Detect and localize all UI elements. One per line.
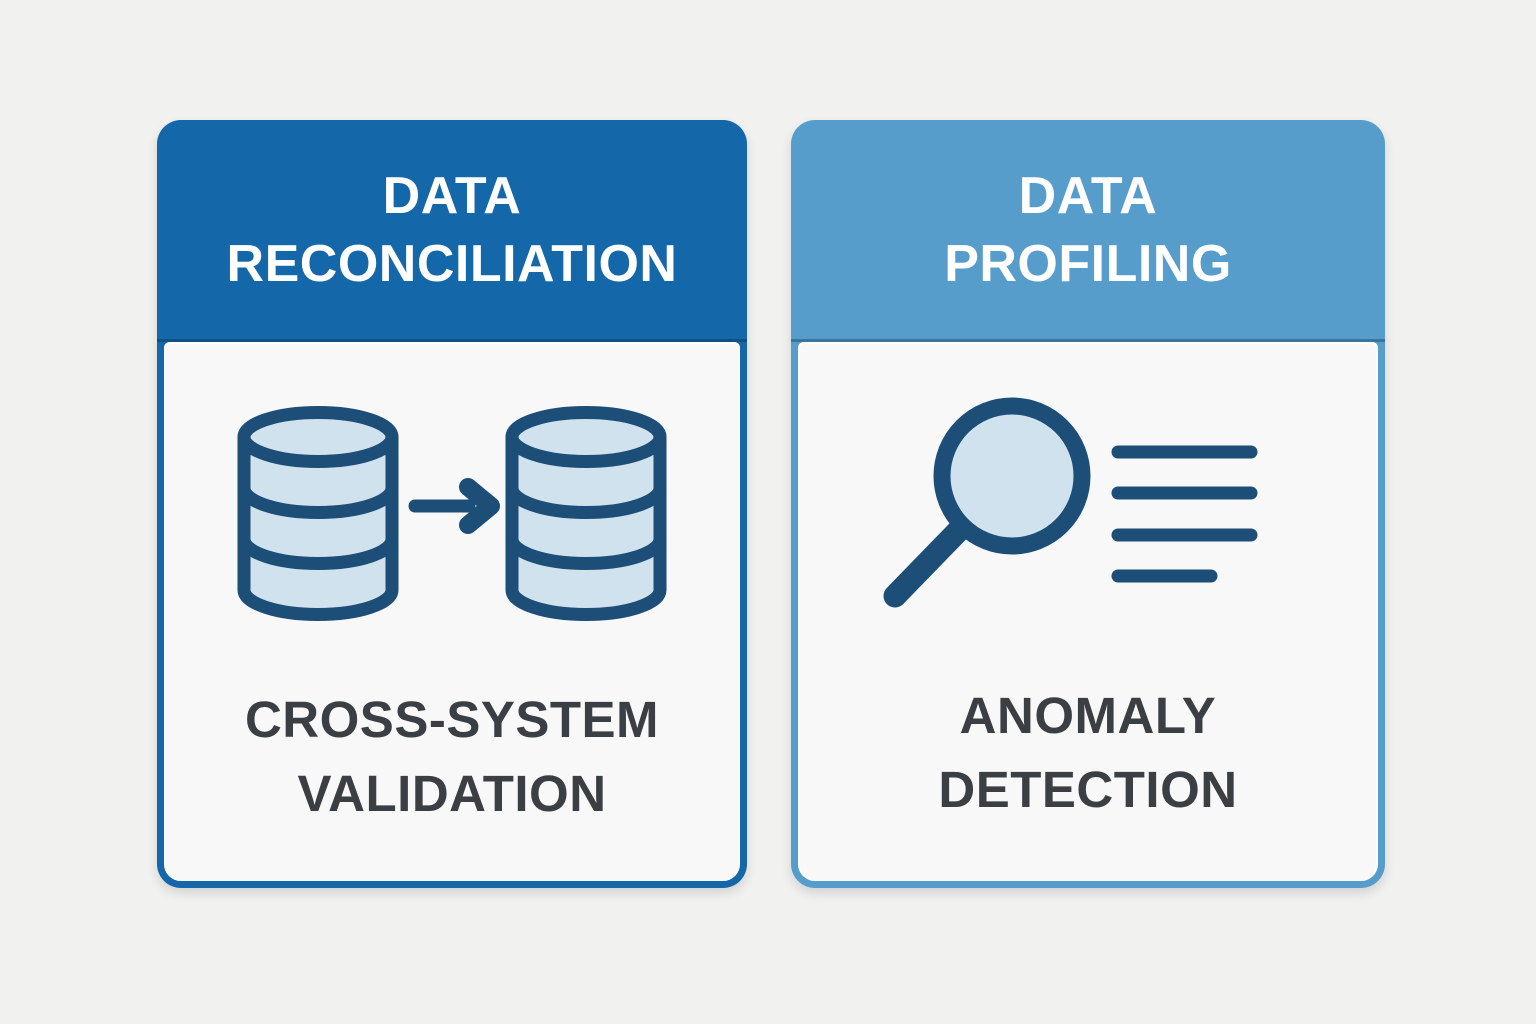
card-title-line-1: DATA — [1018, 166, 1158, 225]
arrow-right-icon — [408, 478, 500, 534]
card-body-data-reconciliation: CROSS-SYSTEM VALIDATION — [164, 342, 740, 881]
caption-line-1: ANOMALY — [959, 687, 1217, 744]
magnifier-icon — [883, 397, 1091, 608]
database-target-icon — [505, 406, 667, 621]
card-title-line-2: RECONCILIATION — [226, 234, 678, 293]
card-caption-data-profiling: ANOMALY DETECTION — [938, 679, 1237, 827]
card-data-reconciliation: DATA RECONCILIATION — [157, 120, 747, 888]
database-transfer-icon — [237, 406, 667, 627]
caption-line-2: VALIDATION — [297, 765, 607, 822]
card-title-line-1: DATA — [382, 166, 522, 225]
card-caption-data-reconciliation: CROSS-SYSTEM VALIDATION — [245, 683, 659, 831]
caption-line-2: DETECTION — [938, 761, 1238, 818]
caption-line-1: CROSS-SYSTEM — [244, 691, 660, 748]
database-source-icon — [237, 406, 399, 621]
card-header-data-reconciliation: DATA RECONCILIATION — [157, 120, 747, 342]
card-title-line-2: PROFILING — [944, 234, 1232, 293]
card-data-profiling: DATA PROFILING — [791, 120, 1385, 888]
profile-lines-icon — [1111, 445, 1258, 583]
card-header-data-profiling: DATA PROFILING — [791, 120, 1385, 342]
card-body-data-profiling: ANOMALY DETECTION — [798, 342, 1378, 881]
magnifier-list-icon — [869, 388, 1259, 623]
